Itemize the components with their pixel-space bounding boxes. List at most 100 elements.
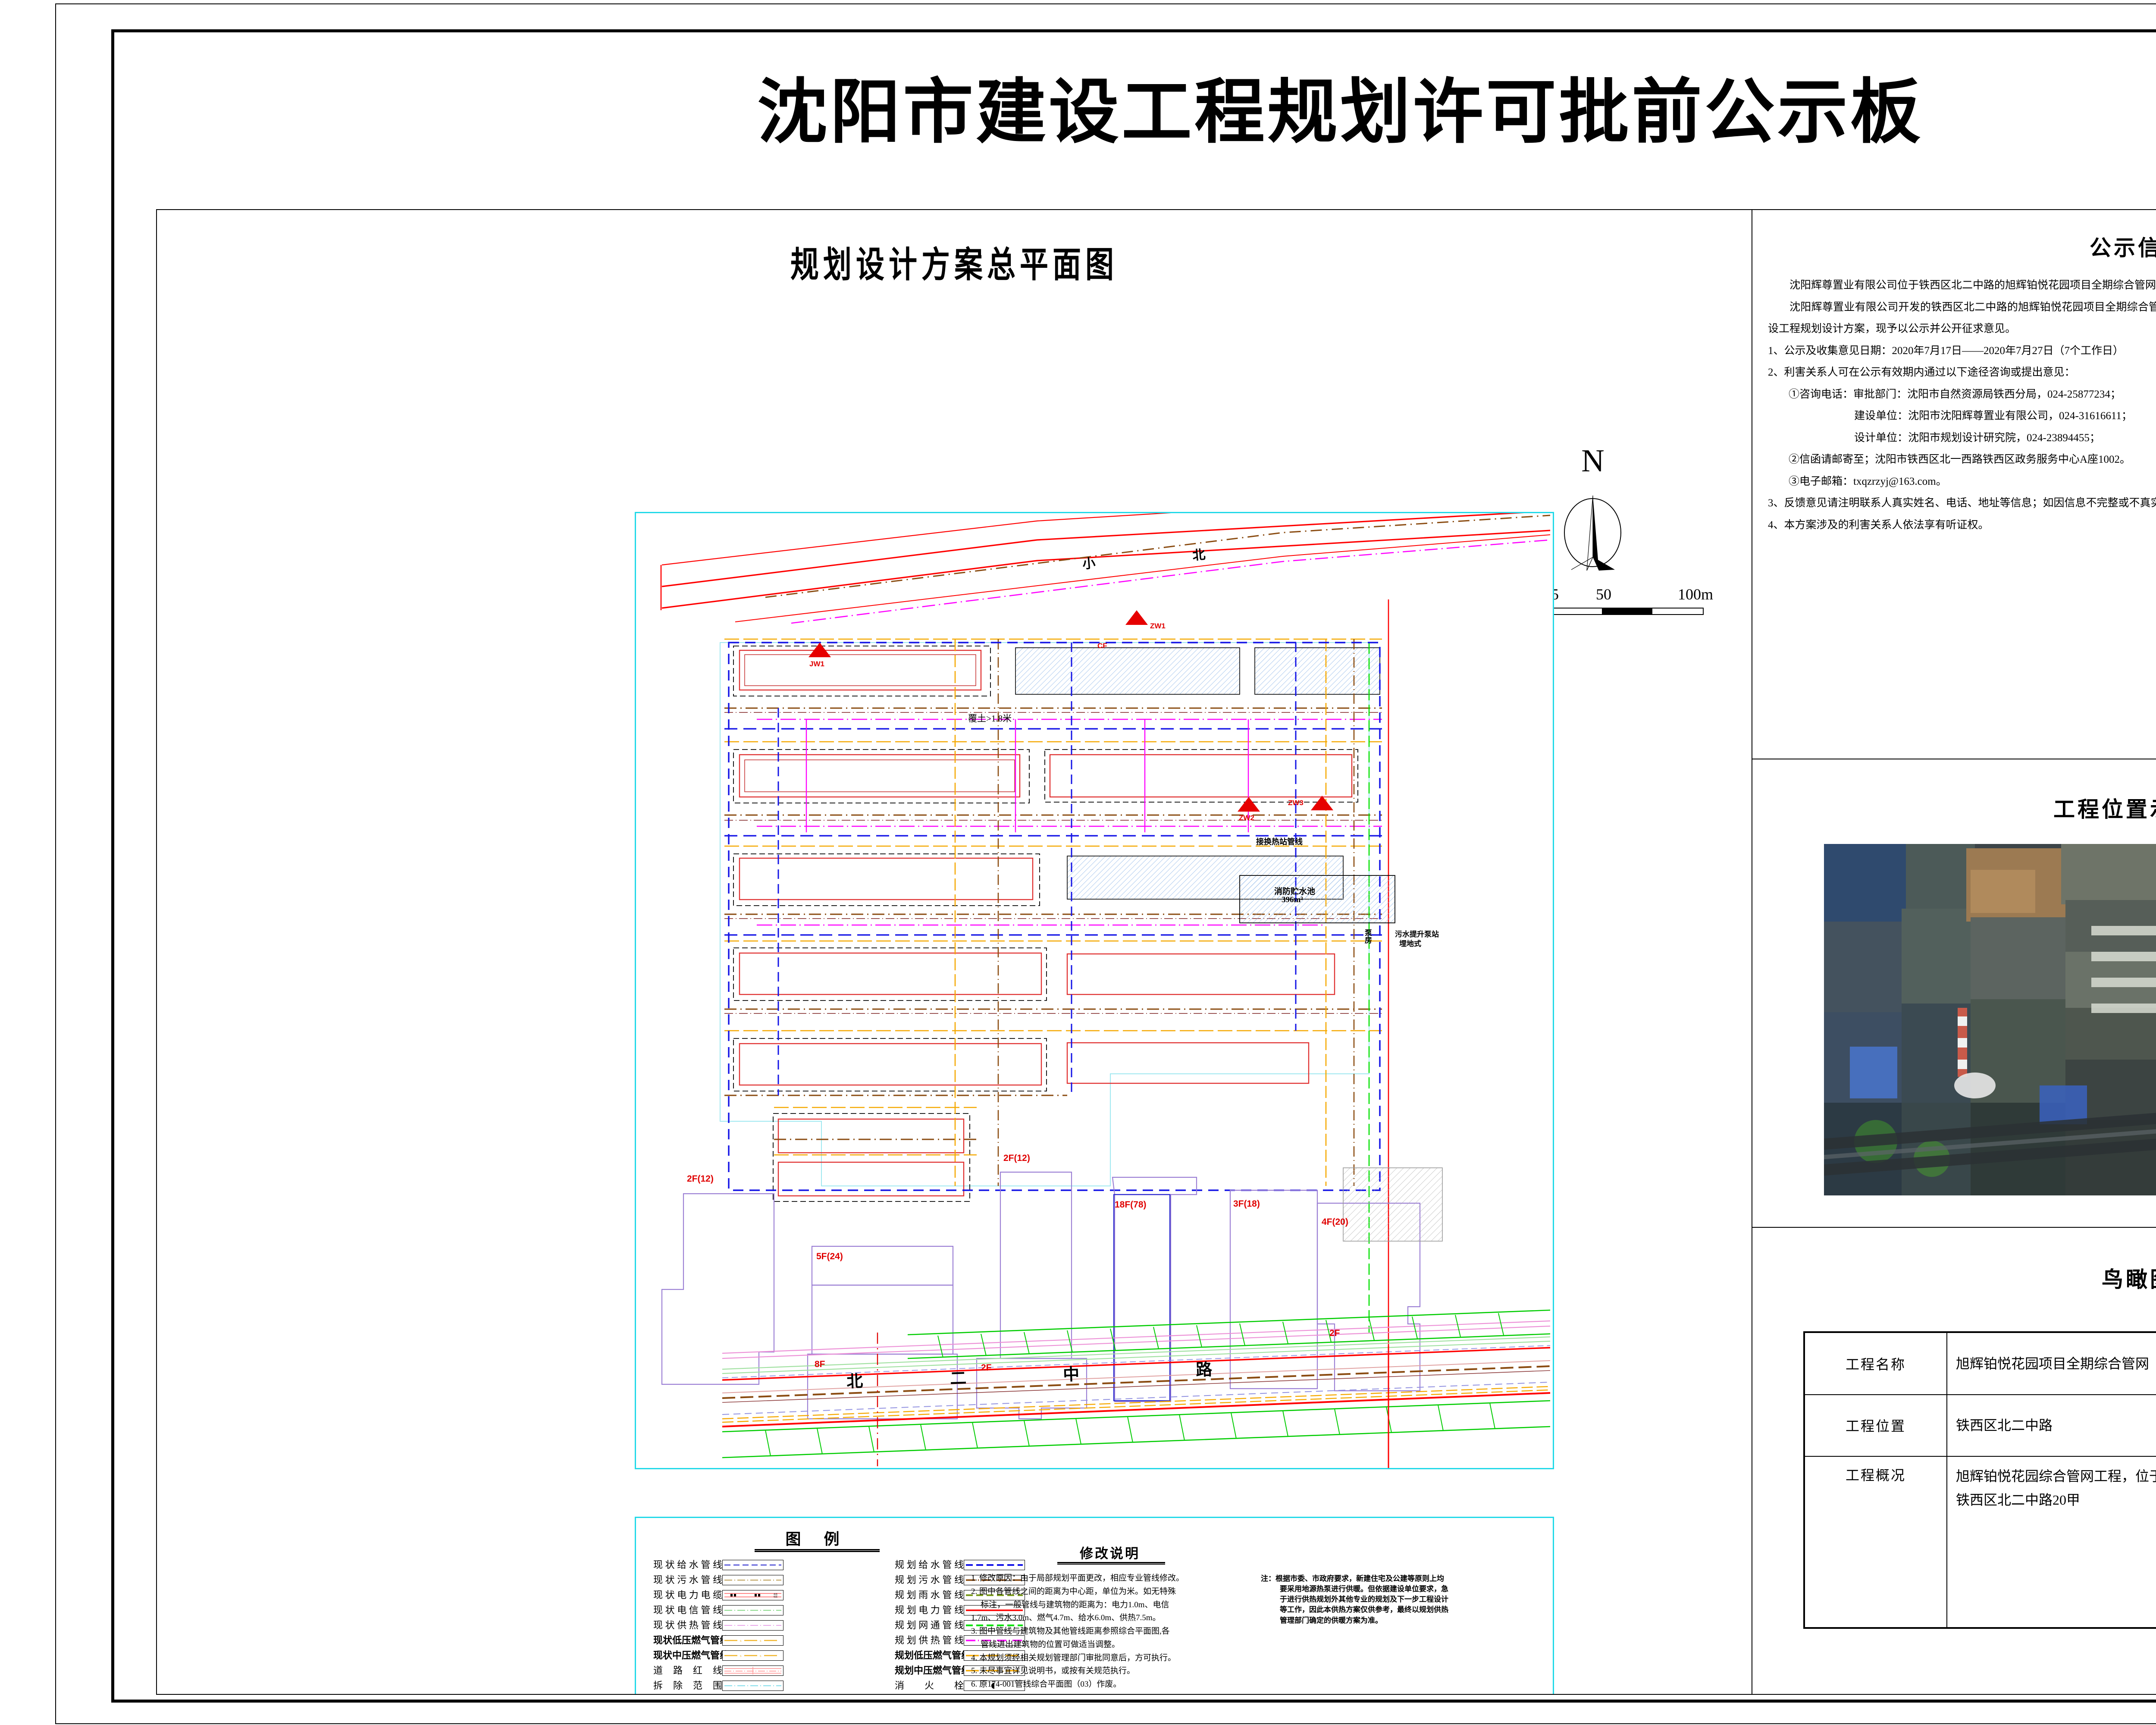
legend-column-planned: 规划给水管线规划污水管线规划雨水管线规划电力管线规划网通管线规划供热管线规划低压… [895,1558,1025,1694]
svg-text:s: s [740,1640,742,1643]
legend-title: 图 例 [785,1531,849,1548]
building-label: 4F(20) [1322,1217,1348,1227]
building-label: 2F(12) [1003,1153,1030,1163]
svg-text:s: s [740,1655,742,1658]
project-info-table: 工程名称 旭辉铂悦花园项目全期综合管网 工程位置 铁西区北二中路 工程概况 旭辉… [1803,1331,2156,1629]
announcement-item-1: 1、公示及收集意见日期：2020年7月17日——2020年7月27日（7个工作日… [1768,345,2124,357]
revision-note-item: 2. 图中各管线之间的距离为中心距，单位为米。如无特殊 [971,1587,1176,1596]
heating-note-line: 管理部门确定的供暖方案为准。 [1280,1616,1382,1625]
svg-text:s s: s s [981,1655,985,1658]
plan-title: 规划设计方案总平面图 [790,245,1118,285]
cad-annotation-heat-station-line: 接换热站管线 [1256,837,1303,846]
device-tag: CF [1097,642,1107,650]
announcement-contact-1: ①咨询电话：审批部门：沈阳市自然资源局铁西分局，024-25877234； [1789,388,2121,400]
heating-note-line: 要采用地源热泵进行供暖。但依据建设单位要求，急 [1280,1585,1448,1593]
announcement-item-4: 4、本方案涉及的利害关系人依法享有听证权。 [1768,519,1989,531]
cad-vector-layer [660,513,1551,1468]
legend-item-label: 拆除范围 [653,1680,722,1691]
legend-item: 消火栓 [895,1678,1025,1693]
page-title: 沈阳市建设工程规划许可批前公示板 [757,74,1923,152]
building-label: 2F(12) [687,1174,714,1184]
revision-note-item: 4. 本规划须经相关规划管理部门审批同意后，方可执行。 [971,1653,1176,1662]
plan-panel: 规划设计方案总平面图 N 0 25 50 100m [157,210,1752,1694]
cad-annotation-cover-depth: 覆土>1.8米 [968,713,1012,724]
info-value-project-name: 旭辉铂悦花园项目全期综合管网 [1946,1332,2156,1395]
cad-annotation-fire-pool: 消防贮水池 [1274,887,1316,896]
revision-note-item: 标注，一般管线与建筑物的距离为：电力1.0m、电信 [981,1600,1169,1609]
revision-note-item: 1. 修改原因：由于局部规划平面更改，相应专业管线修改。 [971,1574,1185,1583]
legend-item-label: 规划供热管线 [895,1635,964,1646]
legend-item-swatch [964,1574,1025,1585]
legend-item-swatch [964,1635,1025,1646]
svg-text:s: s [760,1655,761,1658]
legend-item-label: 规划电力管线 [895,1605,964,1615]
street-name-label: 中 [1062,1365,1080,1384]
announcement-body: 沈阳辉尊置业有限公司位于铁西区北二中路的旭辉铂悦花园项目全期综合管网批前公示 沈… [1768,275,2156,536]
legend-item-swatch [964,1559,1025,1570]
street-name-label: 二 [950,1369,967,1388]
heating-note-line: 根据市委、市政府要求，新建住宅及公建等原则上均 [1275,1574,1444,1583]
table-row: 工程位置 铁西区北二中路 [1804,1394,2156,1457]
revision-notes-title: 修改说明 [1080,1546,1140,1561]
section-divider-bird [1752,1227,2156,1228]
legend-item-label: 规划雨水管线 [895,1590,964,1600]
building-label: 3F(18) [1233,1199,1260,1209]
legend-title-rule [755,1549,880,1552]
substation-marker-icon [1125,610,1148,625]
legend-item-swatch: 高压 低压 [722,1590,783,1600]
legend-item-swatch [722,1665,783,1676]
legend-item-label: 现状给水管线 [653,1559,722,1570]
building-label: 5F(24) [816,1251,843,1261]
announcement-contact-3: 设计单位：沈阳市规划设计研究院，024-23894455； [1854,432,2100,444]
svg-text:s: s [760,1640,761,1643]
legend-item: 道路红线 [653,1663,783,1678]
heating-note-line: 于进行供热规划外其他专业的规划及下一步工程设计 [1280,1595,1448,1604]
legend-item: 规划污水管线 [895,1573,1025,1587]
legend-item: 现状中压燃气管线 s s [653,1648,783,1662]
legend-item: 现状供热管线 [653,1618,783,1632]
revision-note-item: 5. 未尽事宜详见说明书，或按有关规范执行。 [971,1666,1135,1676]
street-name-label: 路 [1195,1361,1213,1380]
substation-marker-icon [808,643,831,657]
revision-note-item: 6. 原174-001管线综合平面图（03）作废。 [971,1680,1122,1689]
legend-item-swatch: s s [722,1650,783,1661]
legend-item-label: 现状电信管线 [653,1605,722,1615]
legend-item-label: 现状供热管线 [653,1620,722,1631]
legend-column-existing: 现状给水管线现状污水管线现状电力电缆 高压 低压现状电信管线现状供热管线现状低压… [653,1558,783,1694]
legend-item-swatch: s s s [964,1650,1025,1661]
cad-annotation-sewage-pump: 污水提升泵站 [1395,930,1439,938]
svg-text:s s: s s [981,1670,985,1673]
legend-item: 规划网通管线 [895,1618,1025,1632]
building-label: 2F [981,1363,992,1373]
cad-annotation-buried-type: 埋地式 [1399,940,1421,948]
legend-item: 拆除范围 [653,1678,783,1693]
legend-item-label: 现状低压燃气管线 [653,1635,730,1646]
announcement-email: ③电子邮箱：txqzrzyj@163.com。 [1789,475,1947,487]
substation-marker-icon [1311,796,1333,810]
legend-item-swatch: s s [722,1635,783,1646]
heating-note-line: 等工作，因此本供热方案仅供参考，最终以规划供热 [1280,1606,1448,1614]
legend-item-swatch [964,1680,1025,1691]
heating-side-note: 注：根据市委、市政府要求，新建住宅及公建等原则上均要采用地源热泵进行供暖。但依据… [1261,1574,1502,1626]
legend-item-swatch [722,1680,783,1691]
svg-text:低压: 低压 [774,1595,777,1598]
street-name-label: 北 [846,1372,863,1391]
cad-annotation-pump-room: 泵房 [1365,929,1372,944]
legend-item-swatch [722,1620,783,1631]
location-section-title: 工程位置示意图 [2053,797,2156,822]
legend-item-label: 规划网通管线 [895,1620,964,1631]
legend-item-label: 规划污水管线 [895,1574,964,1585]
info-key-project-overview: 工程概况 [1804,1456,1947,1628]
legend-item-label: 规划低压燃气管线 [895,1650,971,1661]
legend-item-swatch [964,1620,1025,1631]
device-tag: JW1 [809,660,824,668]
street-name-label: 北 [1191,547,1206,563]
legend-item: 规划低压燃气管线 s s s [895,1648,1025,1662]
legend-item: 现状电力电缆 高压 低压 [653,1588,783,1602]
legend-item-swatch [722,1559,783,1570]
legend-item: 现状电信管线 [653,1603,783,1617]
outer-border [55,3,2156,1724]
device-tag: ZW2 [1239,814,1254,822]
legend-item: 规划中压燃气管线 s s s [895,1663,1025,1678]
building-label: 8F [815,1359,825,1369]
